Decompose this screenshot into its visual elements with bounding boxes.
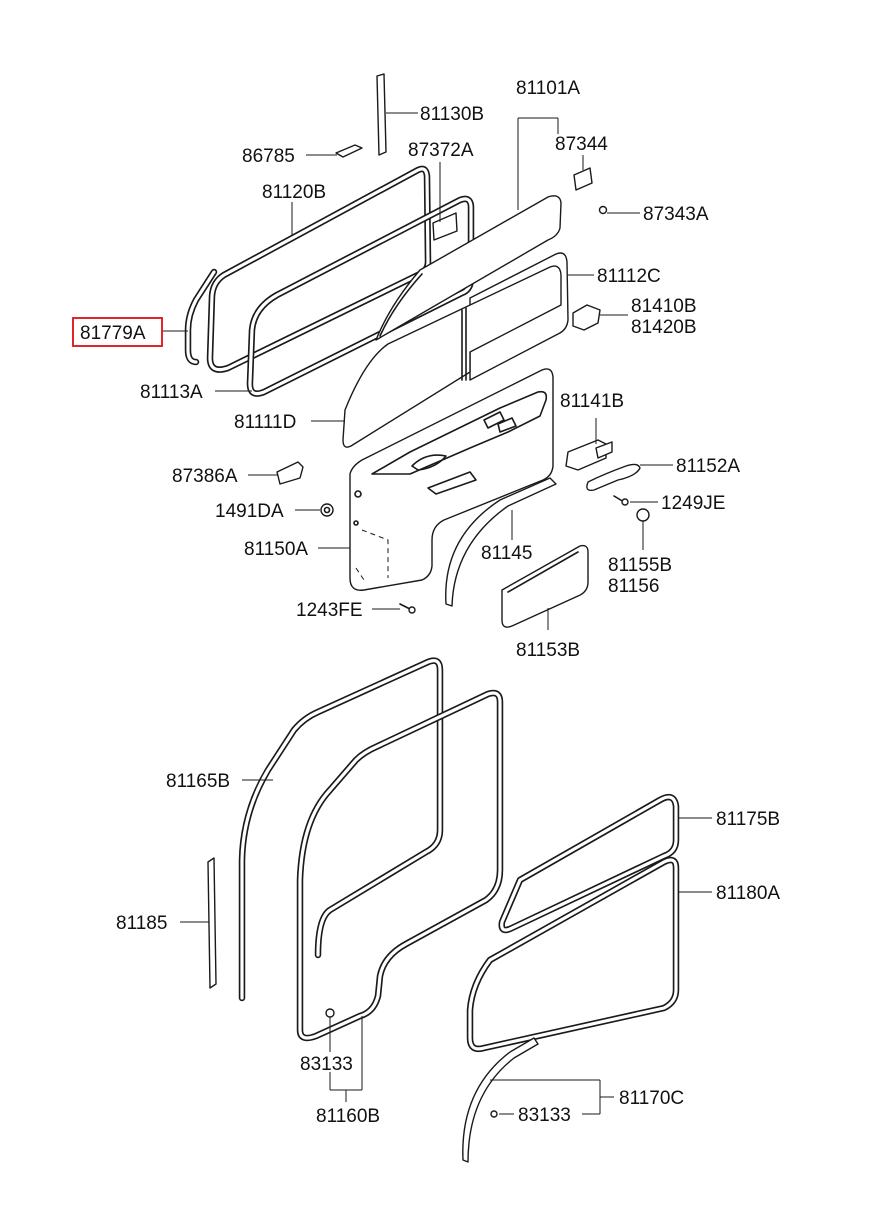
- label-81420B[interactable]: 81420B: [631, 317, 697, 338]
- part-1243FE-screw: [372, 603, 416, 614]
- label-81120B[interactable]: 81120B: [262, 182, 326, 203]
- label-87344[interactable]: 87344: [555, 134, 608, 155]
- highlight-box-81779A: [72, 317, 163, 347]
- label-87343A[interactable]: 87343A: [643, 204, 709, 225]
- part-81779A-weatherstrip: [163, 268, 218, 366]
- label-81145[interactable]: 81145: [481, 543, 532, 564]
- label-81165B[interactable]: 81165B: [166, 771, 230, 792]
- part-81153B-pocket: [501, 544, 589, 630]
- part-81410B-latch: [572, 304, 628, 331]
- label-83133-a[interactable]: 83133: [300, 1054, 353, 1075]
- label-83133-b[interactable]: 83133: [518, 1105, 571, 1126]
- label-86785[interactable]: 86785: [242, 146, 295, 167]
- label-81410B[interactable]: 81410B: [631, 296, 697, 317]
- part-87343A-screw: [598, 205, 640, 215]
- label-81130B[interactable]: 81130B: [420, 104, 484, 125]
- label-81150A[interactable]: 81150A: [244, 539, 308, 560]
- part-81145-curved-strip: [445, 477, 557, 607]
- part-81175B-frame: [498, 793, 712, 934]
- label-81101A[interactable]: 81101A: [516, 78, 580, 99]
- label-81779A[interactable]: 81779A: [80, 323, 146, 344]
- label-81155B[interactable]: 81155B: [608, 555, 672, 576]
- label-1243FE[interactable]: 1243FE: [296, 600, 363, 621]
- leader-81101A: [517, 117, 559, 210]
- label-81153B[interactable]: 81153B: [516, 640, 580, 661]
- part-81160B-body-weatherstrip: [296, 689, 504, 1102]
- label-81185[interactable]: 81185: [116, 913, 167, 934]
- label-81111D[interactable]: 81111D: [234, 412, 296, 433]
- label-81112C[interactable]: 81112C: [597, 266, 661, 287]
- label-81170C[interactable]: 81170C: [619, 1088, 684, 1109]
- label-81180A[interactable]: 81180A: [716, 883, 780, 904]
- part-86785-clip: [306, 144, 363, 158]
- label-81113A[interactable]: 81113A: [140, 382, 203, 403]
- part-83133-clip-left: [325, 1008, 335, 1090]
- label-81175B[interactable]: 81175B: [716, 809, 780, 830]
- label-81160B[interactable]: 81160B: [316, 1106, 380, 1127]
- label-81152A[interactable]: 81152A: [676, 456, 740, 477]
- part-81101A-glass: [375, 195, 562, 341]
- part-87372A-plate: [432, 162, 458, 241]
- label-87372A[interactable]: 87372A: [408, 140, 474, 161]
- part-1491DA-fastener: [295, 503, 334, 517]
- part-87344-pad: [573, 155, 593, 191]
- part-1249JE-screw: [613, 495, 658, 506]
- label-1249JE[interactable]: 1249JE: [661, 493, 725, 514]
- label-87386A[interactable]: 87386A: [172, 466, 238, 487]
- part-81155B-cap: [636, 508, 650, 550]
- part-83133-clip-right: [490, 1110, 600, 1118]
- part-81141B-bracket: [565, 418, 613, 471]
- part-81170C-curved-strip: [462, 1037, 614, 1163]
- part-81111D-main-glass: [311, 265, 562, 448]
- part-81185-strip: [180, 857, 217, 989]
- part-81150A-trim-panel: [318, 368, 554, 591]
- label-81141B[interactable]: 81141B: [560, 391, 624, 412]
- part-81113A-run-channel: [215, 195, 475, 397]
- part-87386A-clip: [248, 461, 304, 485]
- part-81165B-door-weatherstrip: [238, 657, 444, 1002]
- part-81130B-strip: [376, 73, 418, 156]
- label-1491DA[interactable]: 1491DA: [215, 501, 284, 522]
- part-81152A-handle: [586, 463, 673, 492]
- label-81156[interactable]: 81156: [608, 576, 659, 597]
- part-81180A-frame: [466, 856, 712, 1053]
